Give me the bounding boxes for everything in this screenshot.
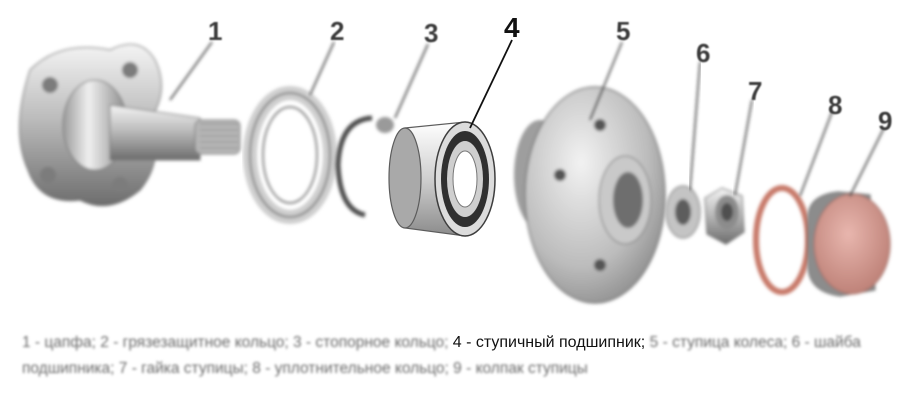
caption-part-4: 4 - ступичный подшипник; [452,334,650,351]
part-8-sealing-ring [753,185,811,295]
part-2-dust-ring [243,86,337,224]
hub-assembly-illustration [18,39,891,304]
caption-parts-5-9: 5 - ступица колеса; 6 - шайба подшипника… [22,334,861,377]
part-1-spindle [18,43,241,207]
leader-line-2 [309,41,335,96]
leader-line-7 [734,99,753,196]
callout-4: 4 [504,12,520,43]
leader-line-1 [169,41,213,101]
callout-6: 6 [696,38,711,68]
leader-line-5 [589,41,623,121]
caption-parts-1-3: 1 - цапфа; 2 - грязезащитное кольцо; 3 -… [22,334,453,351]
leader-line-9 [849,127,885,197]
leader-line-4 [469,39,513,129]
leader-line-6 [689,61,701,191]
part-6-bearing-washer [665,185,701,239]
leader-lines [169,39,885,197]
part-5-wheel-hub [514,86,666,304]
part-9-hub-cap [807,191,891,297]
callout-2: 2 [330,16,345,46]
callout-8: 8 [828,90,843,120]
leader-line-8 [799,111,833,197]
part-4-hub-bearing [388,121,496,237]
callout-3: 3 [424,18,439,48]
callout-9: 9 [878,106,893,136]
leader-line-3 [394,43,429,119]
part-7-hub-nut [704,187,745,245]
callout-7: 7 [748,76,763,106]
figure-caption: 1 - цапфа; 2 - грязезащитное кольцо; 3 -… [22,330,902,382]
part-3-retaining-ring [335,115,394,218]
callout-5: 5 [616,16,631,46]
callout-1: 1 [208,16,223,46]
